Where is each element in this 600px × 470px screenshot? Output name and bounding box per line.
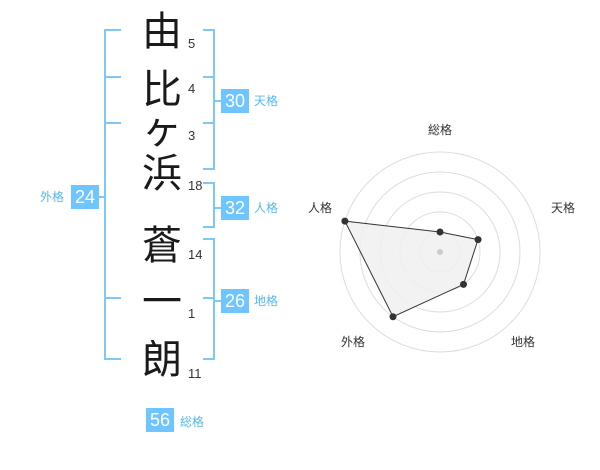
chikaku-badge: 26 xyxy=(221,289,250,313)
name-char-6: 一 xyxy=(142,279,182,325)
radar-grid-ring xyxy=(339,151,541,353)
soukaku-label: 総格 xyxy=(180,415,205,429)
name-char-3: ヶ xyxy=(142,107,182,153)
radar-point-1 xyxy=(436,228,444,236)
gaikaku-label: 外格 xyxy=(40,190,65,204)
stroke-count-3: 3 xyxy=(188,128,196,143)
radar-label-upper-left: 人格 xyxy=(308,201,333,215)
stroke-count-7: 11 xyxy=(188,366,202,381)
stroke-count-2: 4 xyxy=(188,81,196,96)
radar-label-lower-left: 外格 xyxy=(341,335,366,349)
tenkaku-label: 天格 xyxy=(254,94,279,108)
radar-polygon xyxy=(344,220,479,318)
jinkaku-badge: 32 xyxy=(221,196,250,220)
name-char-7: 朗 xyxy=(142,337,182,383)
name-char-1: 由 xyxy=(142,9,182,55)
radar-center-dot xyxy=(437,249,443,255)
radar-point-5 xyxy=(341,217,349,225)
gaikaku-badge: 24 xyxy=(71,185,100,209)
radar-point-2 xyxy=(474,236,482,244)
stroke-count-1: 5 xyxy=(188,36,196,51)
stroke-count-6: 1 xyxy=(188,306,196,321)
name-char-2: 比 xyxy=(142,67,182,113)
chikaku-label: 地格 xyxy=(254,294,279,308)
name-char-4: 浜 xyxy=(142,151,182,197)
soukaku-badge: 56 xyxy=(146,408,175,432)
jinkaku-label: 人格 xyxy=(254,201,279,215)
radar-point-3 xyxy=(460,280,468,288)
radar-label-lower-right: 地格 xyxy=(511,335,536,349)
radar-label-upper-right: 天格 xyxy=(551,201,576,215)
tenkaku-badge: 30 xyxy=(221,89,250,113)
name-char-5: 蒼 xyxy=(142,223,182,269)
stroke-count-5: 14 xyxy=(188,247,203,262)
radar-point-4 xyxy=(389,313,397,321)
radar-label-top: 総格 xyxy=(428,123,453,137)
stroke-count-4: 18 xyxy=(188,178,203,193)
